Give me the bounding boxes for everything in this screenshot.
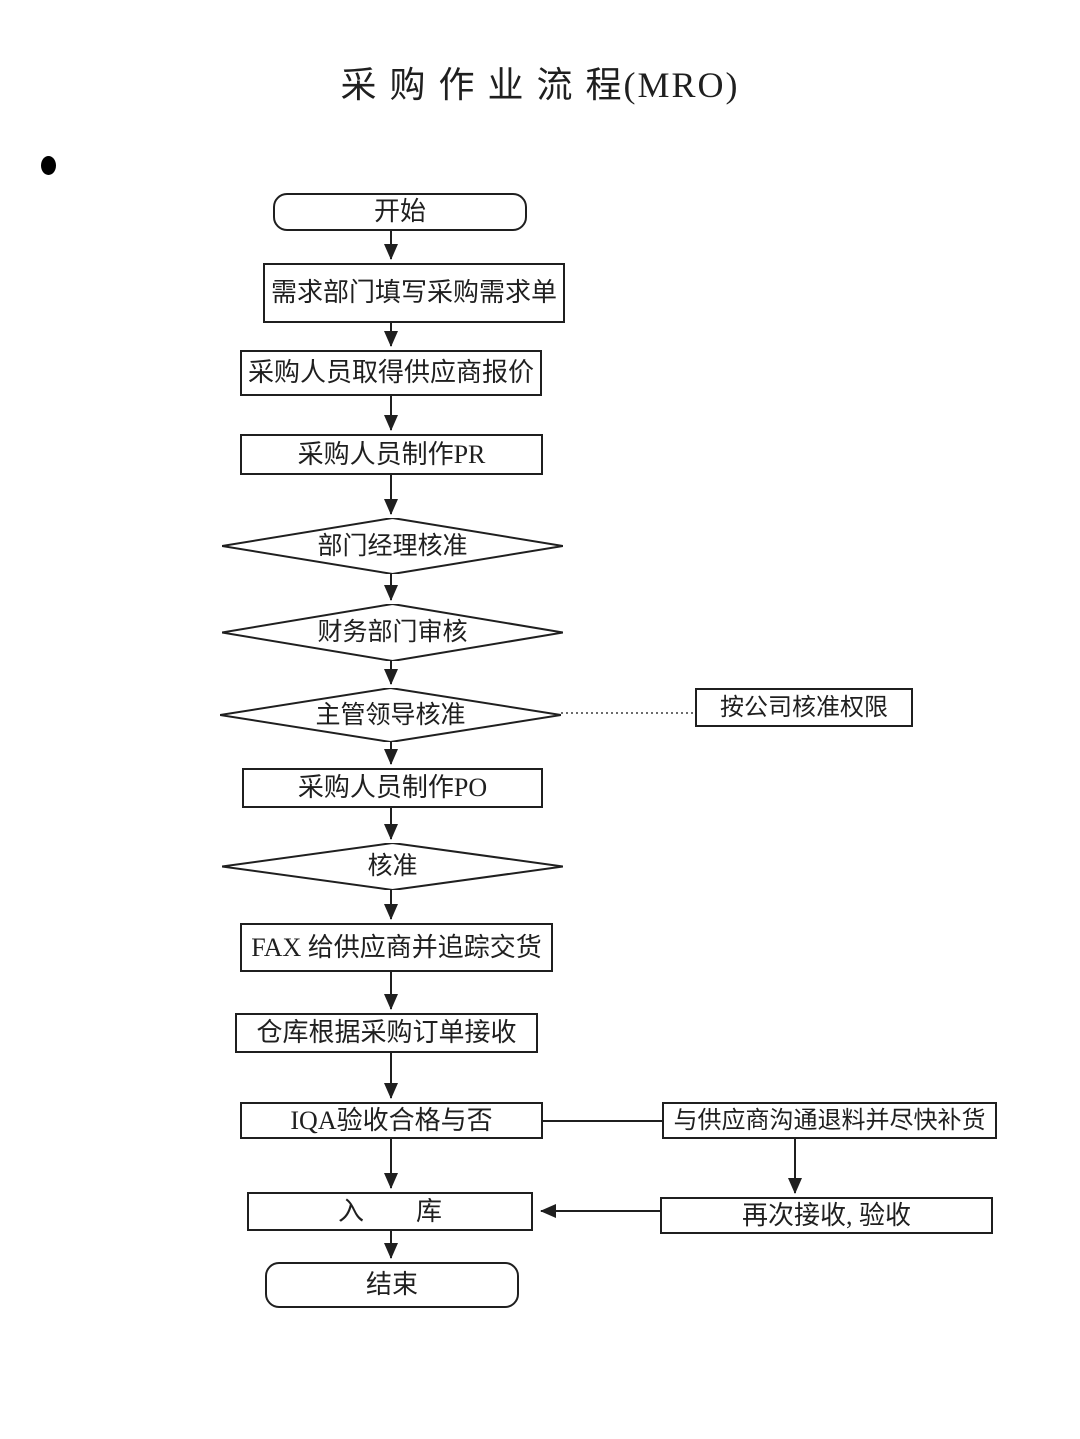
node-label: 结束 — [365, 1270, 418, 1299]
node-label: 与供应商沟通退料并尽快补货 — [673, 1107, 986, 1134]
node-label: 核准 — [367, 853, 418, 880]
diamond-shape — [222, 843, 563, 890]
node-label: FAX 给供应商并追踪交货 — [251, 932, 542, 962]
node-get-supplier-quote: 采购人员取得供应商报价 — [240, 350, 542, 396]
node-label: 开始 — [373, 197, 426, 226]
node-label: 需求部门填写采购需求单 — [270, 278, 557, 307]
node-label: 再次接收, 验收 — [741, 1200, 911, 1230]
diamond-shape — [222, 518, 563, 574]
node-end: 结束 — [265, 1262, 519, 1308]
diamond-shape — [220, 688, 561, 742]
node-label: 入 库 — [337, 1196, 442, 1226]
node-label: 采购人员制作PO — [297, 773, 488, 802]
node-create-pr: 采购人员制作PR — [240, 434, 543, 475]
node-label: 财务部门审核 — [317, 619, 468, 646]
node-dept-manager-approval: 部门经理核准 — [222, 518, 563, 574]
node-re-receive-inspect: 再次接收, 验收 — [660, 1197, 993, 1234]
node-label: 仓库根据采购订单接收 — [256, 1018, 517, 1047]
page-title: 采 购 作 业 流 程(MRO) — [340, 65, 740, 105]
node-finance-dept-review: 财务部门审核 — [222, 604, 563, 661]
node-supplier-return-replenish: 与供应商沟通退料并尽快补货 — [662, 1102, 997, 1139]
node-start: 开始 — [273, 193, 527, 231]
node-demand-dept-fill-request: 需求部门填写采购需求单 — [263, 263, 565, 323]
diamond-shape — [222, 604, 563, 661]
node-label: 采购人员制作PR — [297, 439, 486, 469]
bullet-point-icon — [41, 156, 56, 175]
node-label: IQA验收合格与否 — [290, 1105, 493, 1135]
node-warehouse-receive-by-po: 仓库根据采购订单接收 — [235, 1013, 538, 1053]
node-label: 按公司核准权限 — [720, 694, 888, 721]
node-label: 主管领导核准 — [315, 701, 466, 729]
node-fax-supplier-track-delivery: FAX 给供应商并追踪交货 — [240, 923, 553, 972]
node-iqa-inspection: IQA验收合格与否 — [240, 1102, 543, 1139]
node-put-into-storage: 入 库 — [247, 1192, 533, 1231]
node-label: 采购人员取得供应商报价 — [247, 358, 534, 387]
node-create-po: 采购人员制作PO — [242, 768, 543, 808]
node-label: 部门经理核准 — [317, 532, 468, 560]
node-approval-authority-note: 按公司核准权限 — [695, 688, 913, 727]
node-executive-approval: 主管领导核准 — [220, 688, 561, 742]
node-po-approval: 核准 — [222, 843, 563, 890]
